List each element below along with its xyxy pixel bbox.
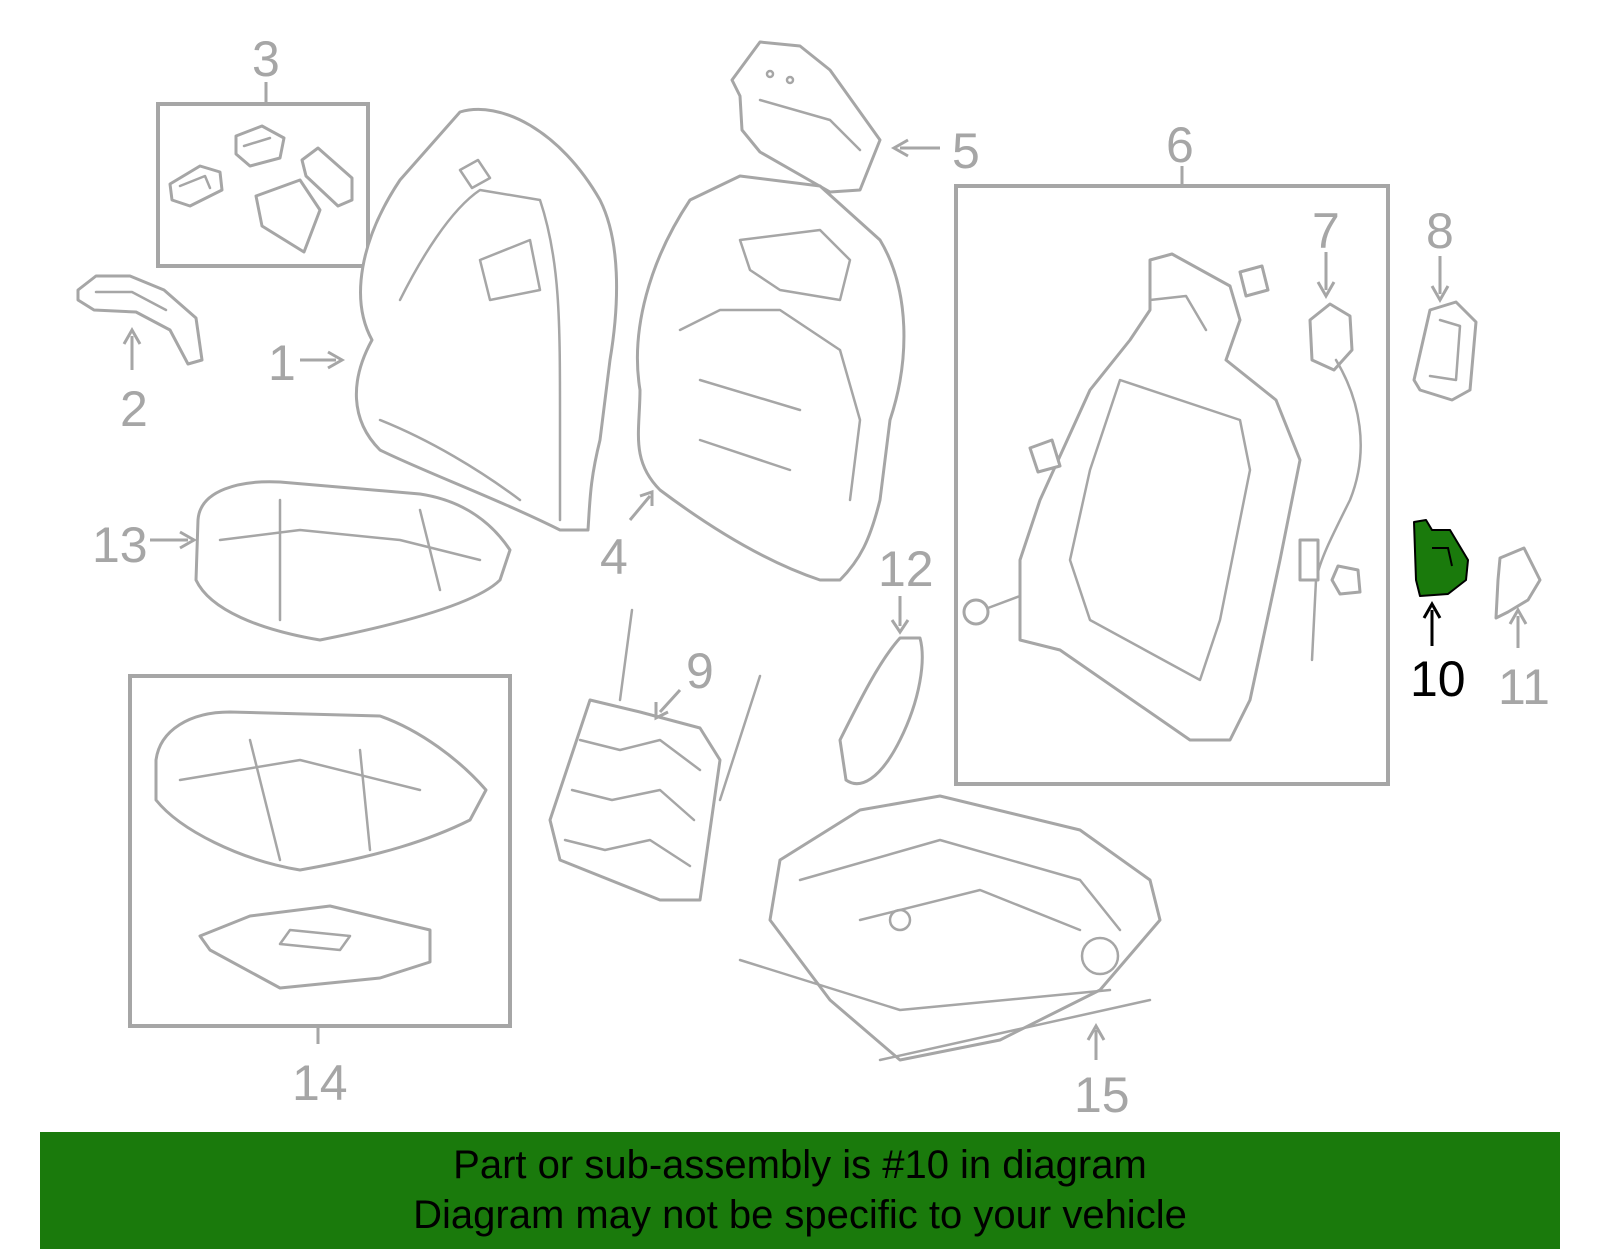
part-14-group-box [128, 674, 512, 1028]
part-7-recliner-cable [1298, 302, 1362, 662]
callout-11: 11 [1498, 659, 1550, 715]
part-3-group-box [156, 102, 370, 268]
part-14-cushion-pad [154, 710, 488, 872]
part-11-trim-piece [1494, 546, 1542, 620]
part-10-highlighted [1413, 519, 1469, 597]
callout-2: 2 [120, 381, 148, 437]
part-2-bracket [76, 274, 204, 366]
part-15-seat-track [738, 794, 1162, 1062]
callout-1: 1 [268, 335, 296, 391]
callout-14: 14 [292, 1055, 348, 1111]
part-5-bracket [730, 40, 882, 194]
info-banner: Part or sub-assembly is #10 in diagram D… [40, 1132, 1560, 1249]
callout-13: 13 [92, 517, 148, 573]
part-1-seatback-cover [355, 107, 619, 532]
callout-4: 4 [600, 529, 628, 585]
part-13-cushion-cover [194, 480, 512, 642]
banner-line-1: Part or sub-assembly is #10 in diagram [453, 1143, 1147, 1187]
part-3-clips [168, 124, 354, 254]
callout-12: 12 [878, 541, 934, 597]
part-6-bolts [962, 264, 1362, 626]
callout-3: 3 [252, 31, 280, 87]
part-8-trim-cover [1412, 300, 1478, 402]
callout-6: 6 [1166, 117, 1194, 173]
banner-line-2: Diagram may not be specific to your vehi… [413, 1193, 1187, 1237]
part-12-side-panel [838, 636, 924, 786]
callout-10: 10 [1410, 651, 1466, 707]
part-6-group-box [954, 184, 1390, 786]
part-14-mat [198, 904, 432, 990]
part-4-seatback-pad [636, 174, 906, 582]
part-6-seatback-frame [1018, 252, 1302, 742]
callout-7: 7 [1312, 203, 1340, 259]
part-9-spring-mat [548, 608, 762, 902]
callout-9: 9 [686, 643, 714, 699]
callout-8: 8 [1426, 203, 1454, 259]
callout-15: 15 [1074, 1067, 1130, 1123]
callout-5: 5 [952, 123, 980, 179]
